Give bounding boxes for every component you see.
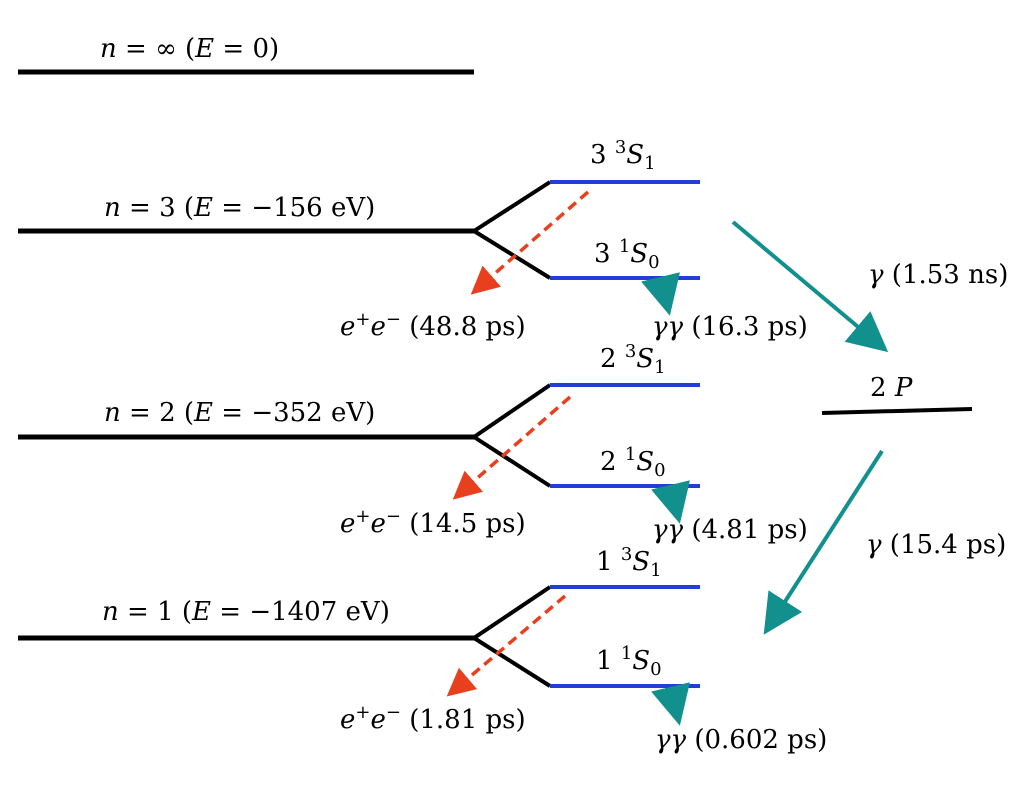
split-line-n1-up xyxy=(472,585,552,640)
gg-label-n2: γγ (4.81 ps) xyxy=(652,515,808,545)
p-state: 2 P γ (1.53 ns) γ (15.4 ps) xyxy=(731,220,1008,635)
singlet-label-n1: 1 1S0 xyxy=(596,643,662,680)
annihilation-label-n2: e+e− (14.5 ps) xyxy=(340,506,526,539)
annihilation-label-n3: e+e− (48.8 ps) xyxy=(340,309,526,342)
triplet-label-n3: 3 3S1 xyxy=(590,137,656,174)
triplet-label-n2: 2 3S1 xyxy=(600,341,666,378)
gamma-arrow-upper xyxy=(731,220,889,353)
level-n1: n = 1 (E = −1407 eV) 1 3S1 1 1S0 e+e− (1… xyxy=(18,544,827,755)
p-state-line xyxy=(821,407,973,415)
level-n2: n = 2 (E = −352 eV) 2 3S1 2 1S0 e+e− (14… xyxy=(18,341,808,545)
level-n3: n = 3 (E = −156 eV) 3 3S1 3 1S0 e+e− (48… xyxy=(18,137,808,342)
level-label-n3: n = 3 (E = −156 eV) xyxy=(104,193,375,223)
p-state-label: 2 P xyxy=(870,373,913,403)
gg-arrow-n1 xyxy=(651,682,690,726)
triplet-label-n1: 1 3S1 xyxy=(596,544,662,581)
level-label-n2: n = 2 (E = −352 eV) xyxy=(104,398,375,428)
singlet-label-n2: 2 1S0 xyxy=(600,444,666,481)
split-line-n3-down xyxy=(472,229,552,280)
singlet-label-n3: 3 1S0 xyxy=(594,236,660,273)
gamma-label-lower: γ (15.4 ps) xyxy=(866,530,1006,560)
gg-label-n3: γγ (16.3 ps) xyxy=(652,312,808,342)
split-line-n1-down xyxy=(472,636,552,688)
annihilation-arrow-n1 xyxy=(446,594,567,697)
annihilation-arrow-n3 xyxy=(470,190,590,295)
gamma-arrow-lower xyxy=(763,449,884,635)
annihilation-arrow-n2 xyxy=(452,395,572,500)
level-label-n-inf: n = ∞ (E = 0) xyxy=(100,34,279,64)
gg-arrow-n3 xyxy=(641,272,680,316)
level-n-inf: n = ∞ (E = 0) xyxy=(18,34,474,75)
gg-arrow-n2 xyxy=(651,480,690,524)
split-line-n2-up xyxy=(472,383,552,439)
level-label-n1: n = 1 (E = −1407 eV) xyxy=(102,597,390,627)
gamma-label-upper: γ (1.53 ns) xyxy=(868,260,1008,290)
gg-label-n1: γγ (0.602 ps) xyxy=(655,725,827,755)
annihilation-label-n1: e+e− (1.81 ps) xyxy=(340,702,526,735)
split-line-n2-down xyxy=(472,435,552,488)
split-line-n3-up xyxy=(472,180,552,233)
